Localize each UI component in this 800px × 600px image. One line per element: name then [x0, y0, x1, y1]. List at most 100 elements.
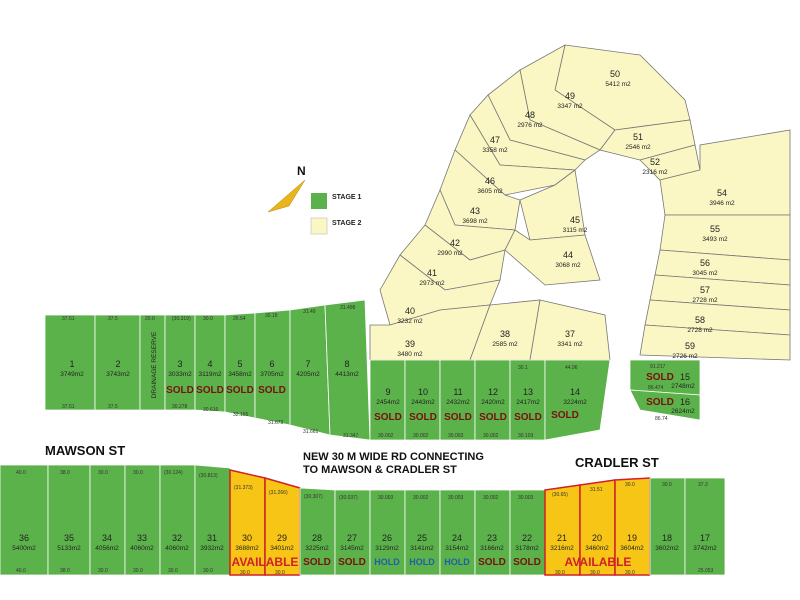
lot-18[interactable]	[649, 477, 686, 576]
status-badge: SOLD	[196, 385, 224, 396]
lot-33[interactable]	[124, 464, 161, 576]
dim-label: 30.103	[518, 433, 534, 439]
lot-area: 3224m2	[563, 399, 587, 406]
status-badge: SOLD	[303, 557, 331, 568]
status-badge: SOLD	[374, 412, 402, 423]
lot-area: 3458m2	[228, 371, 252, 378]
dim-label: (31.373)	[234, 485, 253, 491]
dim-label: 30.002	[413, 495, 429, 501]
dim-label: 30.0	[98, 470, 108, 476]
status-badge: HOLD	[444, 557, 470, 567]
lot-number: 7	[305, 359, 310, 369]
lot-area: 3216m2	[550, 545, 574, 552]
dim-label: 30.003	[448, 433, 464, 439]
dimension-labels: 37.51 37.5 20.0 (30.319) 30.0 26.54 30.1…	[16, 305, 714, 576]
legend: N STAGE 1 STAGE 2	[267, 164, 362, 235]
dim-label: (31.266)	[269, 490, 288, 496]
stage1-top-labels: 1 3749m2 2 3743m2 DRAINAGE RESERVE 3 303…	[60, 331, 695, 423]
lot-number: 52	[650, 157, 660, 167]
dim-label: 30.0	[590, 570, 600, 576]
dim-label: 31.661	[303, 429, 319, 435]
lot-16[interactable]	[629, 389, 701, 421]
dim-label: (30.65)	[552, 492, 568, 498]
new-road-label-line2: TO MAWSON & CRADLER ST	[303, 464, 457, 476]
lot-number: 34	[102, 533, 112, 543]
lot-area: 2454m2	[376, 399, 400, 406]
lot-32[interactable]	[159, 464, 196, 576]
dim-label: 30.278	[172, 404, 188, 410]
dim-label: 30.0	[662, 482, 672, 488]
dim-label: 30.0	[240, 570, 250, 576]
status-badge: HOLD	[409, 557, 435, 567]
lot-number: 27	[347, 533, 357, 543]
lot-area: 2432m2	[446, 399, 470, 406]
lot-number: 54	[717, 188, 727, 198]
lot-51[interactable]	[599, 119, 696, 161]
dim-label: 32.165	[233, 412, 249, 418]
dim-label: 37.3	[698, 482, 708, 488]
lot-area: 3119m2	[198, 371, 221, 378]
new-road-label-line1: NEW 30 M WIDE RD CONNECTING	[303, 451, 484, 463]
lot-8[interactable]	[324, 299, 371, 441]
lot-17[interactable]	[684, 477, 726, 576]
lot-44[interactable]	[504, 229, 601, 286]
dim-label: 30.1	[518, 365, 528, 371]
lot-number: 28	[312, 533, 322, 543]
lot-area: 4205m2	[296, 371, 320, 378]
lot-area: 3347 m2	[557, 103, 583, 110]
lot-7[interactable]	[289, 304, 331, 436]
dim-label: 30.0	[133, 470, 143, 476]
street-mawson: MAWSON ST	[45, 443, 125, 458]
lot-area: 3115 m2	[563, 227, 588, 234]
lot-number: 22	[522, 533, 532, 543]
dim-label: 86.74	[655, 416, 668, 422]
lot-number: 40	[405, 306, 415, 316]
lot-number: 6	[269, 359, 274, 369]
lot-number: 11	[453, 387, 462, 397]
lot-area: 3742m2	[693, 545, 717, 552]
lot-34[interactable]	[89, 464, 126, 576]
lot-number: 9	[385, 387, 390, 397]
dim-label: 30.0	[98, 568, 108, 574]
dim-label: 30.003	[448, 495, 464, 501]
lot-number: 55	[710, 224, 720, 234]
lot-36[interactable]	[0, 464, 49, 576]
lot-number: 50	[610, 69, 620, 79]
dim-label: 31.673	[268, 420, 284, 426]
status-badge: SOLD	[166, 385, 194, 396]
lot-area: 4060m2	[165, 545, 189, 552]
lot-59[interactable]	[639, 324, 791, 361]
lot-area: 3068 m2	[555, 262, 581, 269]
lot-number: 33	[137, 533, 147, 543]
street-cradler: CRADLER ST	[575, 455, 659, 470]
lot-area: 3743m2	[106, 371, 130, 378]
lot-area: 4060m2	[130, 545, 154, 552]
lot-number: 1	[69, 359, 74, 369]
lot-number: 20	[592, 533, 602, 543]
lot-number: 59	[685, 341, 695, 351]
dim-label: 40.0	[16, 568, 26, 574]
lot-number: 16	[680, 397, 690, 407]
drainage-label: DRAINAGE RESERVE	[151, 331, 158, 398]
lot-area: 3145m2	[340, 545, 364, 552]
lot-number: 56	[700, 258, 710, 268]
dim-label: 30.002	[483, 433, 499, 439]
lot-14[interactable]	[544, 359, 611, 441]
dim-label: 26.54	[233, 316, 246, 322]
lot-number: 23	[487, 533, 497, 543]
status-badge: SOLD	[646, 397, 674, 408]
lot-31[interactable]	[194, 464, 231, 576]
lot-45[interactable]	[519, 169, 586, 241]
dim-label: 40.0	[16, 470, 26, 476]
lot-area: 5133m2	[57, 545, 81, 552]
dim-label: 30.0	[203, 316, 213, 322]
lot-number: 15	[680, 372, 690, 382]
lot-area: 2420m2	[481, 399, 505, 406]
lot-35[interactable]	[47, 464, 91, 576]
lot-number: 45	[570, 215, 580, 225]
status-badge: SOLD	[551, 410, 579, 421]
lot-area: 4413m2	[335, 371, 359, 378]
stage1-top-lots	[44, 299, 701, 441]
dim-label: 38.0	[60, 568, 70, 574]
lot-number: 32	[172, 533, 182, 543]
